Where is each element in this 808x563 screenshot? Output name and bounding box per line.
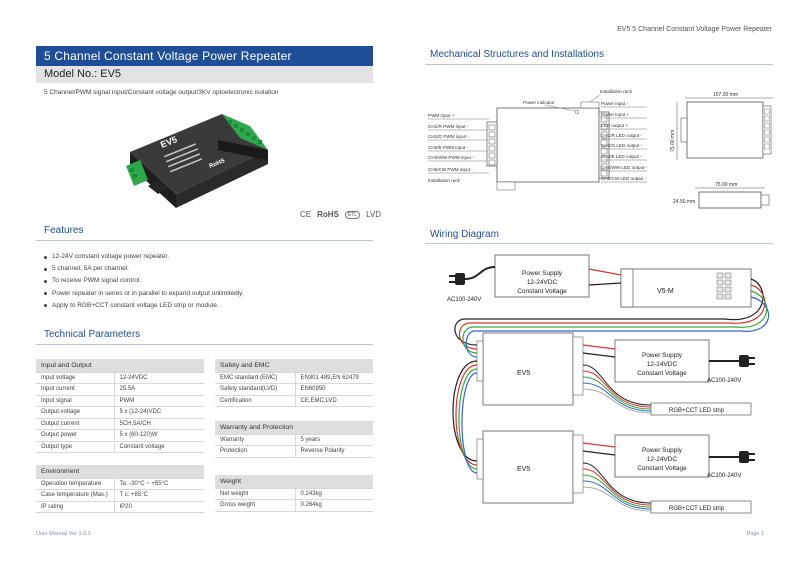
device-label: EV5	[517, 370, 530, 377]
mech-label: CH1/R LED output -	[601, 133, 642, 138]
psu-text: Power Supply	[642, 447, 683, 454]
psu-text: 12-24VDC	[527, 279, 558, 286]
ce-mark: CE	[300, 210, 312, 219]
psu-text: Power Supply	[642, 352, 683, 359]
feature-item: Apply to RGB+CCT constant voltage LED st…	[44, 300, 244, 312]
ac-label: AC100-240V	[707, 473, 741, 479]
dim-width: 75.00 mm	[715, 182, 737, 188]
table-header: Input and Output	[36, 359, 204, 373]
tech-params-rule	[36, 344, 373, 345]
mech-label: Power input -	[601, 101, 629, 106]
feature-item: Power repeater in series or in parallel …	[44, 288, 244, 300]
mechanical-drawing: PWM input + CH1/R PWM input - CH2/G PWM …	[428, 89, 773, 209]
psu-text: Constant Voltage	[637, 465, 687, 472]
tech-params-title: Technical Parameters	[44, 329, 141, 340]
wiring-rule	[425, 243, 773, 244]
controller-label: V5-M	[657, 288, 674, 295]
mech-label: Installation rack	[600, 89, 633, 94]
dim-length: 107.00 mm	[713, 92, 738, 98]
product-image: EV5 RoHS	[126, 114, 268, 208]
mechanical-rule	[425, 64, 773, 65]
mech-label: CH2/G PWM input -	[428, 134, 469, 139]
model-number: Model No.: EV5	[36, 66, 373, 83]
led-strip-label: RGB+CCT LED strip	[669, 506, 725, 512]
feature-item: 5 channel, 5A per channel.	[44, 263, 244, 275]
rohs-mark: RoHS	[317, 210, 339, 219]
ac-label: AC100-240V	[447, 297, 481, 303]
ac-label: AC100-240V	[707, 378, 741, 384]
table-header: Weight	[215, 475, 373, 489]
mech-label: CH5/CW PWM input -	[428, 167, 473, 172]
feature-item: 12-24V constant voltage power repeater.	[44, 251, 244, 263]
features-list: 12-24V constant voltage power repeater. …	[44, 251, 244, 312]
device-label: EV5	[517, 466, 530, 473]
features-rule	[36, 240, 373, 241]
mech-label: PWM input +	[428, 113, 455, 118]
mech-label: CH3/B LED output -	[601, 154, 642, 159]
etl-mark: ETL	[344, 210, 361, 219]
table-row: Safety standard(LVD)EN60950	[215, 383, 373, 396]
certification-marks: CE RoHS ETL LVD	[300, 210, 381, 219]
psu-text: 12-24VDC	[647, 456, 678, 463]
mech-label: LED output +	[601, 123, 628, 128]
table-row: EMC standard (EMC)EN301 489,EN 62479	[215, 372, 373, 384]
psu-text: Constant Voltage	[637, 370, 687, 377]
safety-emc-table: Safety and EMC EMC standard (EMC)EN301 4…	[215, 359, 373, 407]
table-header: Safety and EMC	[215, 359, 373, 373]
mech-label: CH5/CW LED output -	[601, 176, 647, 181]
mechanical-title: Mechanical Structures and Installations	[430, 49, 604, 60]
feature-item: To receive PWM signal control.	[44, 275, 244, 287]
footer-version: User Manual Ver 1.0.3	[36, 531, 91, 537]
running-header: EV5 5 Channel Constant Voltage Power Rep…	[617, 26, 772, 33]
led-strip-label: RGB+CCT LED strip	[669, 408, 725, 414]
table-row: Case temperature (Max.)T c: +85°C	[36, 489, 204, 502]
mech-label: Power indicator	[523, 100, 555, 105]
mech-label: CH2/G LED output -	[601, 143, 643, 148]
features-title: Features	[44, 225, 84, 236]
mech-label: CH4/WW LED output -	[601, 165, 648, 170]
rohs-badge: RoHS	[209, 158, 226, 170]
mech-label: Installation rack	[428, 178, 461, 183]
psu-text: Power Supply	[522, 270, 563, 277]
footer-page: Page 1	[746, 531, 764, 537]
lvd-mark: LVD	[366, 210, 382, 219]
table-header: Environment	[36, 465, 204, 479]
wiring-title: Wiring Diagram	[430, 229, 499, 240]
mech-label: CH4/WW PWM input -	[428, 155, 474, 160]
mech-label: CH1/R PWM input -	[428, 124, 469, 129]
psu-text: 12-24VDC	[647, 361, 678, 368]
table-header: Warranty and Protection	[215, 421, 373, 435]
mech-label: CH3/B PWM input -	[428, 145, 469, 150]
mech-label: Power input +	[601, 112, 630, 117]
psu-text: Constant Voltage	[517, 288, 567, 295]
document-title: 5 Channel Constant Voltage Power Repeate…	[36, 46, 373, 66]
dim-depth: 24.50 mm	[673, 199, 695, 205]
wiring-diagram: Power Supply 12-24VDC Constant Voltage A…	[447, 254, 769, 514]
product-subtitle: 5 Channel/PWM signal input/Constant volt…	[44, 89, 279, 96]
dim-height: 75.00 mm	[670, 130, 676, 152]
